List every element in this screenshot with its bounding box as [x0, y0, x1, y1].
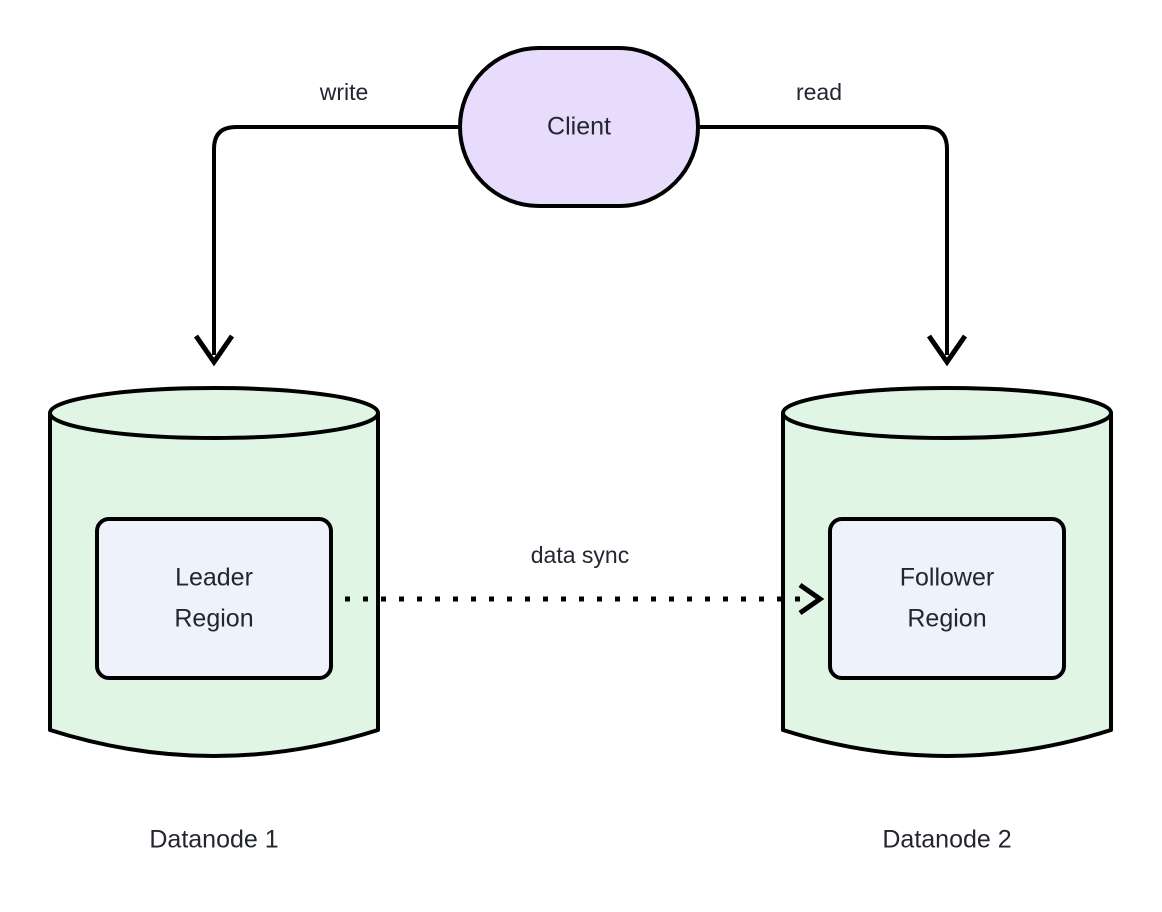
read-edge-line — [700, 125, 949, 355]
follower-region-box[interactable] — [828, 517, 1066, 680]
leader-region-box[interactable] — [95, 517, 333, 680]
leader-region-label-line-1: Leader — [175, 564, 253, 592]
client-label: Client — [547, 113, 611, 141]
follower-region-label-line-1: Follower — [900, 564, 994, 592]
datanode-1-cylinder-top — [48, 386, 380, 440]
follower-region-label-line-2: Region — [907, 605, 986, 633]
node-client[interactable]: Client — [458, 46, 700, 208]
edge-read: read — [700, 79, 968, 367]
node-datanode-1[interactable]: Leader Region Datanode 1 — [48, 386, 380, 854]
client-shape[interactable] — [458, 46, 700, 208]
write-edge-label: write — [319, 79, 369, 105]
read-arrow-head-icon — [926, 334, 968, 367]
write-arrow-head-icon — [193, 334, 235, 367]
write-edge-line — [212, 125, 458, 355]
edge-write: write — [193, 79, 458, 367]
read-edge-label: read — [796, 79, 842, 105]
leader-region-label-line-2: Region — [174, 605, 253, 633]
edge-data-sync: data sync — [345, 542, 825, 616]
node-datanode-2[interactable]: Follower Region Datanode 2 — [781, 386, 1113, 854]
datanode-2-caption: Datanode 2 — [882, 826, 1011, 854]
data-sync-edge-label: data sync — [531, 542, 629, 568]
datanode-2-cylinder-top — [781, 386, 1113, 440]
data-sync-arrow-head-icon — [798, 582, 825, 616]
datanode-1-caption: Datanode 1 — [149, 826, 278, 854]
